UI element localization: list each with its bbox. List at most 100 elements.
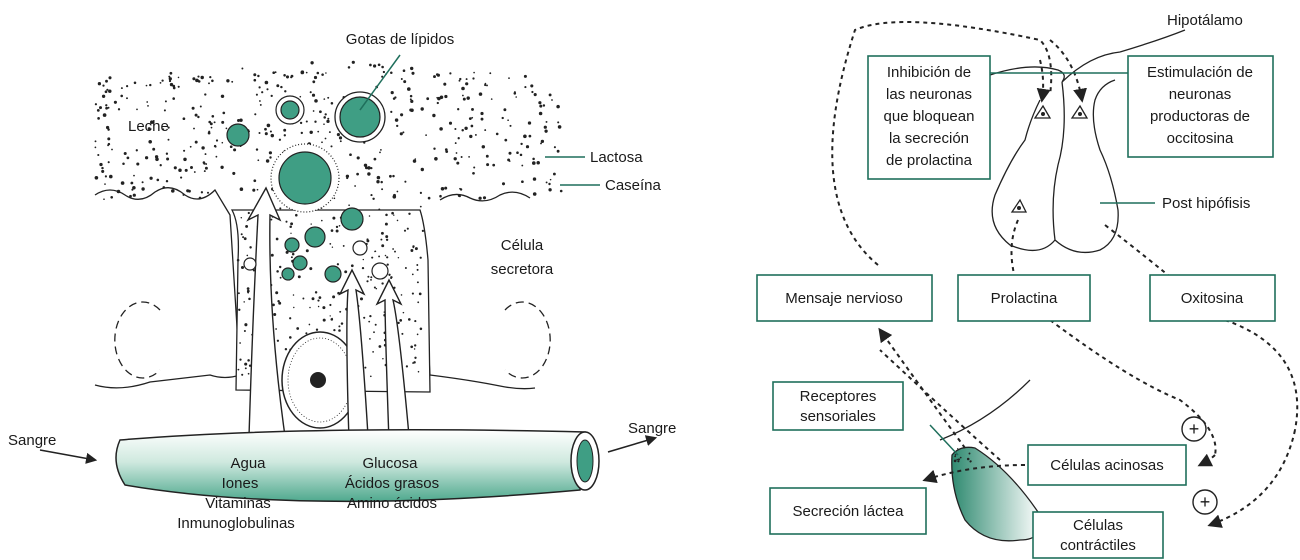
stipple-dot <box>407 228 409 230</box>
stipple-dot <box>357 156 360 159</box>
stipple-dot <box>132 186 136 190</box>
lipid-droplet <box>340 97 380 137</box>
stipple-dot <box>134 82 137 85</box>
stipple-dot <box>363 317 365 319</box>
stipple-dot <box>298 275 301 278</box>
stipple-dot <box>468 156 470 158</box>
stipple-dot <box>170 72 173 75</box>
stipple-dot <box>311 223 312 224</box>
stipple-dot <box>354 185 356 187</box>
inhibition-text-2: las neuronas <box>886 86 972 103</box>
stipple-dot <box>283 74 286 77</box>
stipple-dot <box>478 197 481 200</box>
stipple-dot <box>256 148 258 150</box>
prolactin-arrow <box>1200 455 1215 465</box>
stipple-dot <box>378 63 381 66</box>
stipple-dot <box>309 324 311 326</box>
stipple-dot <box>339 311 341 313</box>
stipple-dot <box>276 238 279 241</box>
stipple-dot <box>417 334 419 336</box>
stipple-dot <box>469 117 472 120</box>
stipple-dot <box>95 140 97 142</box>
stipple-dot <box>397 220 399 222</box>
stipple-dot <box>439 127 443 131</box>
stipple-dot <box>136 162 139 165</box>
stipple-dot <box>226 79 229 82</box>
stipple-dot <box>439 195 442 198</box>
stipple-dot <box>279 139 281 141</box>
stipple-dot <box>417 281 419 283</box>
stipple-dot <box>367 276 369 278</box>
lactation-reflex-diagram: Inhibición de las neuronas que bloquean … <box>757 12 1297 558</box>
stipple-dot <box>257 75 259 77</box>
stipple-dot <box>419 293 422 296</box>
stipple-dot <box>326 120 329 123</box>
stipple-dot <box>417 269 419 271</box>
stipple-dot <box>333 329 335 331</box>
stipple-dot <box>313 110 315 112</box>
stipple-dot <box>226 128 228 130</box>
stipple-dot <box>238 309 240 311</box>
neuron-left-icon <box>1035 106 1050 118</box>
stipple-dot <box>399 319 402 322</box>
stipple-dot <box>248 212 250 214</box>
stipple-dot <box>221 121 224 124</box>
stipple-dot <box>200 76 203 79</box>
stipple-dot <box>465 82 468 85</box>
stipple-dot <box>534 93 537 96</box>
stipple-dot <box>421 107 424 110</box>
stipple-dot <box>310 91 312 93</box>
stipple-dot <box>107 137 110 140</box>
stipple-dot <box>412 247 414 249</box>
stipple-dot <box>314 121 316 123</box>
stipple-dot <box>264 128 267 131</box>
stipple-dot <box>339 225 341 227</box>
stipple-dot <box>289 336 292 339</box>
stipple-dot <box>389 175 392 178</box>
stipple-dot <box>325 138 327 140</box>
inhibition-text-3: que bloquean <box>884 108 975 125</box>
stipple-dot <box>418 371 420 373</box>
stipple-dot <box>190 166 193 169</box>
secretory-granule <box>244 258 256 270</box>
stipple-dot <box>370 276 372 278</box>
stipple-dot <box>273 313 276 316</box>
stipple-dot <box>168 139 170 141</box>
stipple-dot <box>327 118 329 120</box>
stipple-dot <box>462 95 464 97</box>
stipple-dot <box>403 69 406 72</box>
stipple-dot <box>302 298 304 300</box>
stipple-dot <box>369 215 371 217</box>
stipple-dot <box>464 127 467 130</box>
stipple-dot <box>169 80 171 82</box>
stipple-dot <box>166 153 168 155</box>
stipple-dot <box>421 168 424 171</box>
stipple-dot <box>242 236 244 238</box>
plus-icon: + <box>1182 417 1206 441</box>
stipple-dot <box>240 187 244 191</box>
stipple-dot <box>507 158 510 161</box>
stipple-dot <box>133 194 136 197</box>
stipple-dot <box>367 172 370 175</box>
stipple-dot <box>245 225 248 228</box>
neighbor-cell-right <box>505 302 550 378</box>
stipple-dot <box>394 251 396 253</box>
milk-label: Leche <box>128 118 169 135</box>
stipple-dot <box>249 246 251 248</box>
stipple-dot <box>276 84 279 87</box>
stipple-dot <box>550 179 552 181</box>
stipple-dot <box>244 237 247 240</box>
stipple-dot <box>378 208 380 210</box>
stipple-dot <box>401 294 403 296</box>
stipple-dot <box>373 64 376 67</box>
stipple-dot <box>241 233 243 235</box>
stipple-dot <box>196 79 199 82</box>
stipple-dot <box>105 107 108 110</box>
stipple-dot <box>406 365 408 367</box>
stipple-dot <box>321 220 323 222</box>
stipple-dot <box>520 154 523 157</box>
stipple-dot <box>118 108 120 110</box>
stipple-dot <box>969 453 971 455</box>
stipple-dot <box>195 141 198 144</box>
stipple-dot <box>290 233 291 234</box>
